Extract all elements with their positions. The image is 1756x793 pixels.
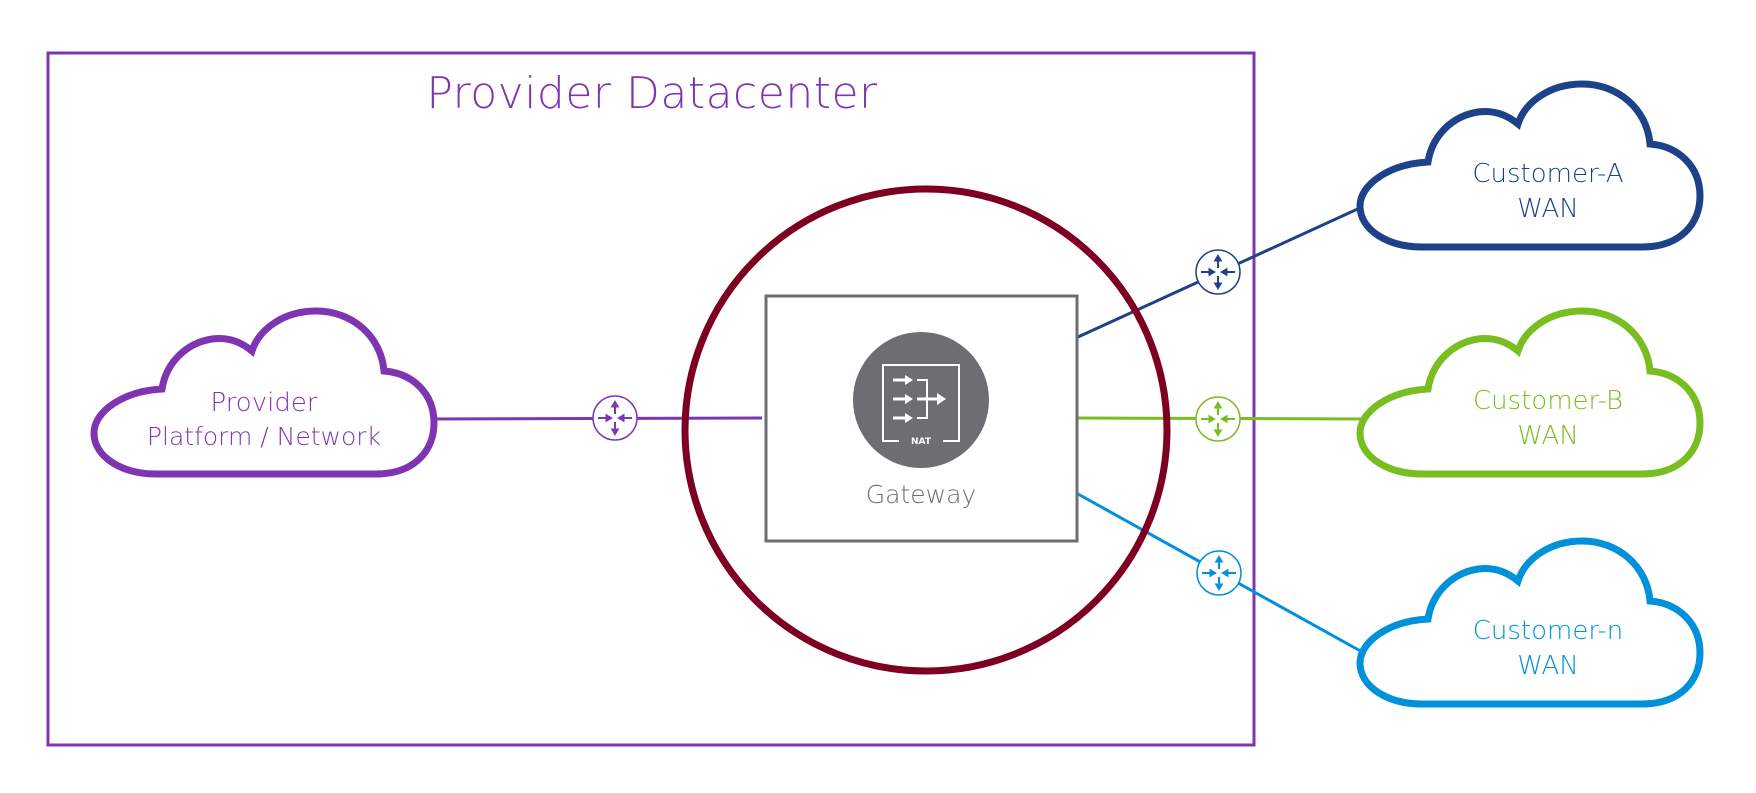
gateway-node[interactable]: NAT Gateway <box>764 294 1079 543</box>
customer-b-wan-cloud[interactable]: Customer-B WAN <box>1360 311 1700 474</box>
provider-datacenter-title: Provider Datacenter <box>426 68 878 119</box>
customer-a-wan-cloud[interactable]: Customer-A WAN <box>1360 84 1700 247</box>
customer-n-line1: Customer-n <box>1473 616 1624 646</box>
customer-b-line2: WAN <box>1517 421 1579 451</box>
router-icon <box>1195 249 1241 295</box>
nat-icon: NAT <box>853 332 989 468</box>
provider-cloud-line2: Platform / Network <box>147 422 381 451</box>
provider-router[interactable] <box>592 395 638 441</box>
nat-label: NAT <box>911 437 932 447</box>
customer-n-wan-cloud[interactable]: Customer-n WAN <box>1360 541 1700 704</box>
router-icon <box>592 395 638 441</box>
customer-a-line2: WAN <box>1517 194 1579 224</box>
customer-n-line2: WAN <box>1517 651 1579 681</box>
gateway-label: Gateway <box>866 480 976 509</box>
gateway-edge-ring <box>681 185 1171 675</box>
customer-a-router[interactable] <box>1195 249 1241 295</box>
customer-b-line1: Customer-B <box>1473 386 1623 416</box>
router-icon <box>1195 396 1241 442</box>
provider-cloud-line1: Provider <box>210 388 317 418</box>
provider-platform-cloud[interactable]: Provider Platform / Network <box>94 311 434 474</box>
customer-b-router[interactable] <box>1195 396 1241 442</box>
customer-a-line1: Customer-A <box>1472 159 1623 189</box>
customer-n-router[interactable] <box>1196 550 1242 596</box>
router-icon <box>1196 550 1242 596</box>
provider-datacenter-boundary <box>46 51 1256 747</box>
